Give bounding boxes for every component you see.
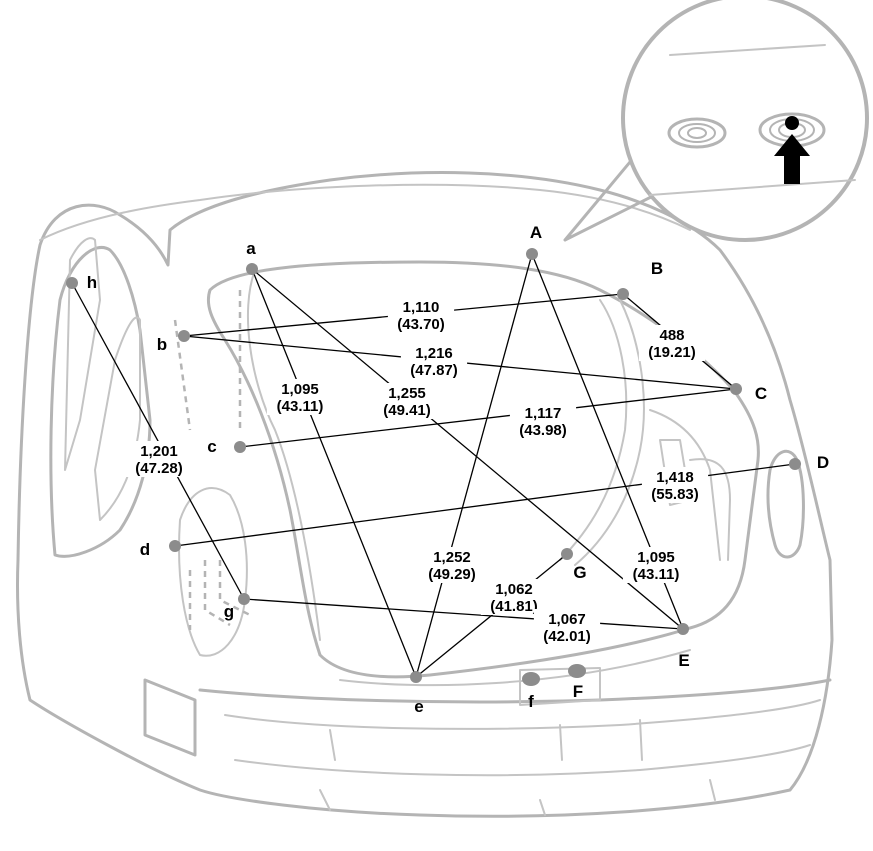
measuring-hole-icon: [758, 112, 826, 148]
measurement-mm: 1,201: [140, 443, 178, 460]
point-label-A: A: [530, 223, 542, 242]
measurement-labels: 1,110(43.70)1,216(47.87)488(19.21)1,117(…: [125, 297, 709, 645]
point-label-b: b: [157, 335, 167, 354]
point-label-C: C: [755, 384, 767, 403]
measurement-label-A-e: 1,252(49.29): [418, 547, 486, 583]
measurement-mm: 1,252: [433, 549, 471, 566]
detail-inset: [563, 0, 869, 242]
measurement-inch: (47.87): [410, 362, 458, 379]
measurement-label-A-E: 1,095(43.11): [622, 547, 690, 583]
measurement-label-bg: [418, 547, 486, 583]
inset-pointer: [563, 148, 657, 242]
measurement-inch: (41.81): [490, 598, 538, 615]
measurement-label-bg: [125, 441, 193, 477]
point-marker-E: [677, 623, 689, 635]
measurement-inch: (55.83): [651, 486, 699, 503]
point-label-B: B: [651, 259, 663, 278]
point-marker-f: [522, 672, 540, 686]
vehicle-body-outline: [16, 171, 834, 818]
measurement-label-d-D: 1,418(55.83): [641, 467, 709, 503]
measurement-label-bg: [373, 383, 441, 419]
point-label-a: a: [246, 239, 256, 258]
measurement-label-b-B: 1,110(43.70): [387, 297, 455, 333]
measurement-label-bg: [622, 547, 690, 583]
measurement-mm: 1,062: [495, 581, 533, 598]
measurement-mm: 1,255: [388, 385, 426, 402]
measurement-label-bg: [641, 467, 709, 503]
measurement-line-c-C: [239, 388, 737, 448]
point-marker-h: [66, 277, 78, 289]
point-marker-C: [730, 383, 742, 395]
measurement-label-a-e: 1,095(43.11): [266, 379, 334, 415]
measurement-label-h-g: 1,201(47.28): [125, 441, 193, 477]
point-label-c: c: [207, 437, 216, 456]
measurement-line-g-E: [243, 598, 684, 630]
measurement-inch: (19.21): [648, 344, 696, 361]
point-label-G: G: [573, 563, 586, 582]
point-label-g: g: [224, 602, 234, 621]
measurement-label-bg: [638, 325, 706, 361]
point-label-f: f: [528, 692, 534, 711]
plug-hole-icon: [667, 117, 727, 149]
point-marker-A: [526, 248, 538, 260]
point-marker-a: [246, 263, 258, 275]
measurement-label-c-C: 1,117(43.98): [509, 403, 577, 439]
measurement-label-bg: [387, 297, 455, 333]
measurement-label-bg: [266, 379, 334, 415]
measurement-mm: 1,095: [637, 549, 675, 566]
measurement-label-B-C: 488(19.21): [638, 325, 706, 361]
measurement-mm: 1,117: [525, 405, 562, 422]
point-marker-d: [169, 540, 181, 552]
measurement-line-A-e: [415, 253, 533, 678]
measurement-mm: 1,067: [548, 611, 586, 628]
measurement-inch: (43.11): [277, 398, 324, 415]
measurement-inch: (43.11): [633, 566, 680, 583]
measurement-label-bg: [400, 343, 468, 379]
point-label-F: F: [573, 682, 583, 701]
arrow-up-icon: [774, 134, 810, 184]
measurement-mm: 1,095: [281, 381, 319, 398]
point-marker-g: [238, 593, 250, 605]
measurement-inch: (49.41): [383, 402, 431, 419]
measurement-mm: 1,216: [415, 345, 453, 362]
point-label-h: h: [87, 273, 97, 292]
point-marker-D: [789, 458, 801, 470]
measurement-inch: (42.01): [543, 628, 591, 645]
measurement-label-g-E: 1,067(42.01): [533, 609, 601, 645]
measurement-inch: (49.29): [428, 566, 476, 583]
measurement-points: [66, 248, 801, 686]
point-label-D: D: [817, 453, 829, 472]
point-marker-e: [410, 671, 422, 683]
point-label-e: e: [414, 697, 423, 716]
measurement-mm: 1,418: [656, 469, 694, 486]
measurement-inch: (43.70): [397, 316, 445, 333]
point-marker-c: [234, 441, 246, 453]
measurement-label-bg: [509, 403, 577, 439]
point-label-E: E: [678, 651, 689, 670]
measurement-inch: (47.28): [135, 460, 183, 477]
point-marker-G: [561, 548, 573, 560]
point-marker-F: [568, 664, 586, 678]
measurement-line-a-E: [251, 268, 684, 630]
measurement-mm: 488: [659, 327, 684, 344]
measurement-mm: 1,110: [403, 299, 440, 316]
measurement-label-bg: [533, 609, 601, 645]
point-marker-b: [178, 330, 190, 342]
measurement-label-G-e: 1,062(41.81): [480, 579, 548, 615]
measurement-inch: (43.98): [519, 422, 567, 439]
inset-circle: [621, 0, 869, 242]
point-label-d: d: [140, 540, 150, 559]
point-marker-B: [617, 288, 629, 300]
measurement-label-a-E: 1,255(49.41): [373, 383, 441, 419]
measurement-label-b-C: 1,216(47.87): [400, 343, 468, 379]
